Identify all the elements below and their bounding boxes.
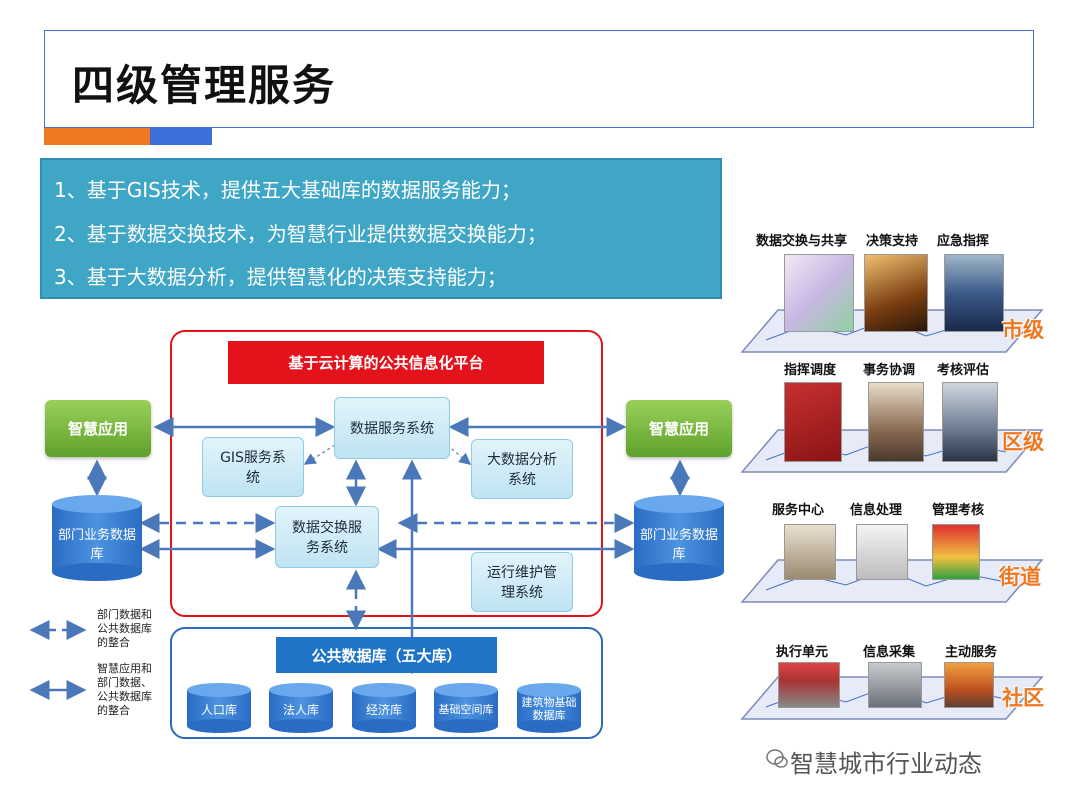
title-frame (44, 30, 1034, 128)
level-3-photo-3 (932, 524, 980, 580)
level-1-item-1: 数据交换与共享 (756, 234, 848, 249)
db-population: 人口库 (200, 702, 237, 717)
page-title: 四级管理服务 (72, 61, 337, 110)
level-2-item-3: 考核评估 (937, 363, 990, 378)
dept-db-left-label: 部门业务数据库 (57, 528, 136, 562)
level-2-photo-2 (868, 382, 924, 462)
gis-service-node: GIS服务系统 (202, 437, 304, 497)
data-service-node: 数据服务系统 (334, 397, 450, 459)
level-3-name: 街道 (999, 565, 1041, 589)
level-3-item-1: 服务中心 (772, 503, 825, 518)
info-line-2: 2、基于数据交换技术，为智慧行业提供数据交换能力； (54, 222, 547, 246)
dept-db-left-cylinder (52, 495, 142, 581)
public-db-title: 公共数据库（五大库） (276, 637, 497, 673)
db-legal-person: 法人库 (282, 702, 319, 717)
dept-db-right-label: 部门业务数据库 (639, 528, 718, 562)
legend-solid-label: 智慧应用和部门数据、公共数据库的整合 (97, 662, 152, 717)
platform-title: 基于云计算的公共信息化平台 (228, 341, 544, 384)
bigdata-node: 大数据分析系统 (471, 439, 573, 499)
accent-bar-blue (150, 128, 212, 145)
level-2-photo-3 (942, 382, 998, 462)
dept-db-right-cylinder (634, 495, 724, 581)
legend-dashed-label: 部门数据和公共数据库的整合 (97, 608, 152, 649)
db-spatial: 基础空间库 (438, 703, 494, 716)
db-building: 建筑物基础数据库 (521, 696, 577, 722)
accent-bar-orange (44, 128, 150, 145)
wechat-icon (766, 749, 788, 768)
info-line-3: 3、基于大数据分析，提供智慧化的决策支持能力； (54, 265, 507, 289)
level-1-photo-3 (944, 254, 1004, 332)
level-4-photo-1 (778, 662, 840, 708)
info-box: 1、基于GIS技术，提供五大基础库的数据服务能力； 2、基于数据交换技术，为智慧… (40, 158, 722, 299)
level-4-photo-3 (944, 662, 994, 708)
db-cylinders (187, 683, 581, 733)
level-3-item-2: 信息处理 (850, 503, 903, 518)
level-3-photo-2 (856, 524, 908, 580)
level-1-photo-1 (784, 254, 854, 332)
level-1-name: 市级 (1002, 318, 1044, 342)
db-economy: 经济库 (365, 702, 402, 717)
smart-app-right: 智慧应用 (626, 400, 732, 457)
smart-app-left: 智慧应用 (45, 400, 151, 457)
watermark-text: 智慧城市行业动态 (790, 750, 982, 778)
level-4-item-2: 信息采集 (863, 645, 916, 660)
level-2-item-2: 事务协调 (863, 363, 916, 378)
ops-node: 运行维护管理系统 (471, 552, 573, 612)
level-4-item-1: 执行单元 (776, 645, 829, 660)
level-4-name: 社区 (1002, 686, 1044, 710)
level-4-item-3: 主动服务 (945, 645, 998, 660)
level-2-name: 区级 (1002, 430, 1044, 454)
level-2-item-1: 指挥调度 (784, 363, 837, 378)
level-3-photo-1 (784, 524, 836, 580)
platform-frame (170, 330, 603, 617)
exchange-node: 数据交换服务系统 (275, 506, 379, 568)
level-1-item-2: 决策支持 (866, 234, 919, 249)
architecture-diagram (29, 330, 724, 739)
level-3-item-3: 管理考核 (932, 503, 985, 518)
level-1-item-3: 应急指挥 (937, 234, 990, 249)
level-1-photo-2 (864, 254, 928, 332)
level-2-photo-1 (784, 382, 842, 462)
level-4-photo-2 (868, 662, 922, 708)
public-db-frame (170, 627, 603, 739)
info-line-1: 1、基于GIS技术，提供五大基础库的数据服务能力； (54, 178, 521, 202)
